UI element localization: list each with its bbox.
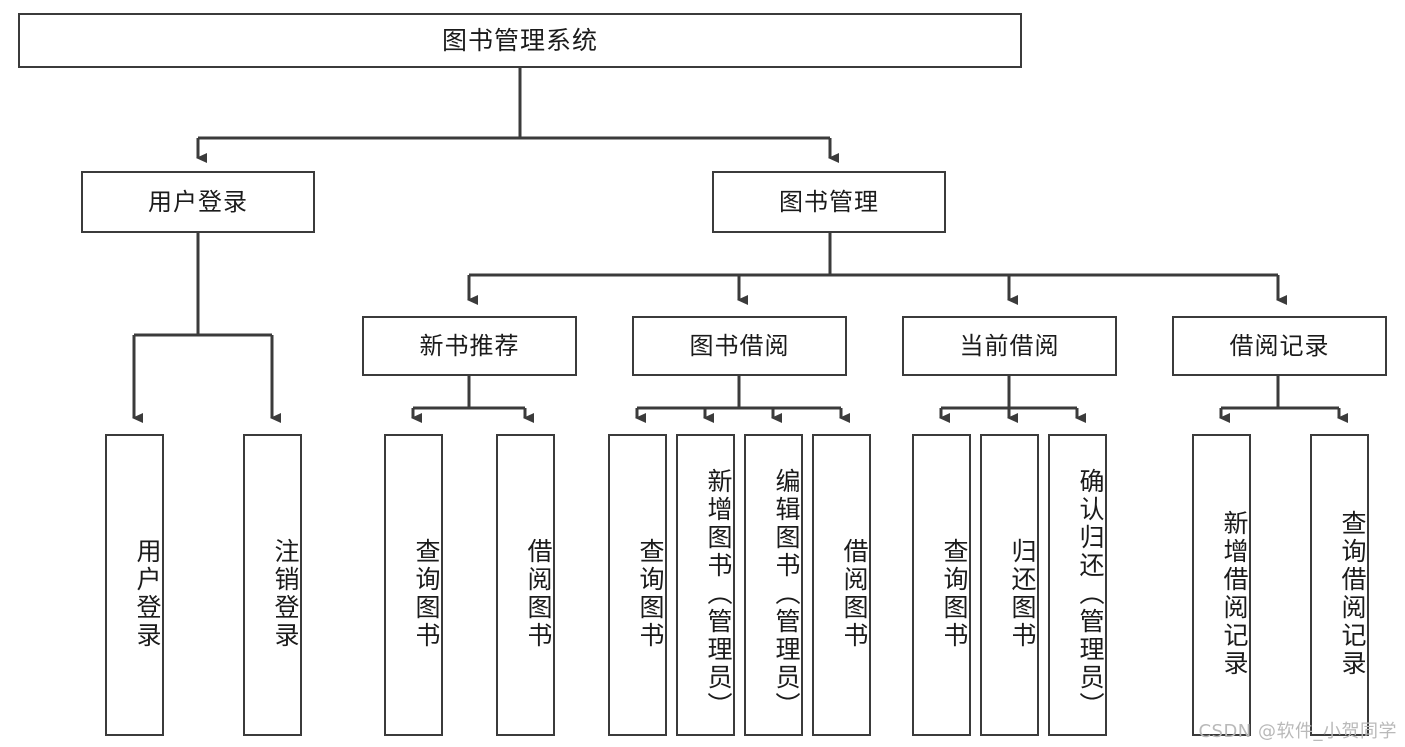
leaf-borrow-book-recommend[interactable]: 借阅图书 [496,434,555,736]
node-book-borrow[interactable]: 图书借阅 [632,316,847,376]
leaf-return-book[interactable]: 归还图书 [980,434,1039,736]
leaf-logout[interactable]: 注销登录 [243,434,302,736]
leaf-query-book-current[interactable]: 查询图书 [912,434,971,736]
node-new-book-recommend[interactable]: 新书推荐 [362,316,577,376]
node-borrow-record[interactable]: 借阅记录 [1172,316,1387,376]
node-book-management[interactable]: 图书管理 [712,171,946,233]
node-current-borrow[interactable]: 当前借阅 [902,316,1117,376]
leaf-edit-book-admin[interactable]: 编辑图书（管理员） [744,434,803,736]
leaf-add-book-admin[interactable]: 新增图书（管理员） [676,434,735,736]
node-root-system[interactable]: 图书管理系统 [18,13,1022,68]
leaf-query-book-recommend[interactable]: 查询图书 [384,434,443,736]
leaf-query-borrow-record[interactable]: 查询借阅记录 [1310,434,1369,736]
leaf-user-login[interactable]: 用户登录 [105,434,164,736]
leaf-borrow-book[interactable]: 借阅图书 [812,434,871,736]
node-user-login[interactable]: 用户登录 [81,171,315,233]
leaf-confirm-return-admin[interactable]: 确认归还（管理员） [1048,434,1107,736]
leaf-query-book-borrow[interactable]: 查询图书 [608,434,667,736]
csdn-watermark: CSDN @软件_小贺同学 [1198,721,1397,742]
leaf-add-borrow-record[interactable]: 新增借阅记录 [1192,434,1251,736]
